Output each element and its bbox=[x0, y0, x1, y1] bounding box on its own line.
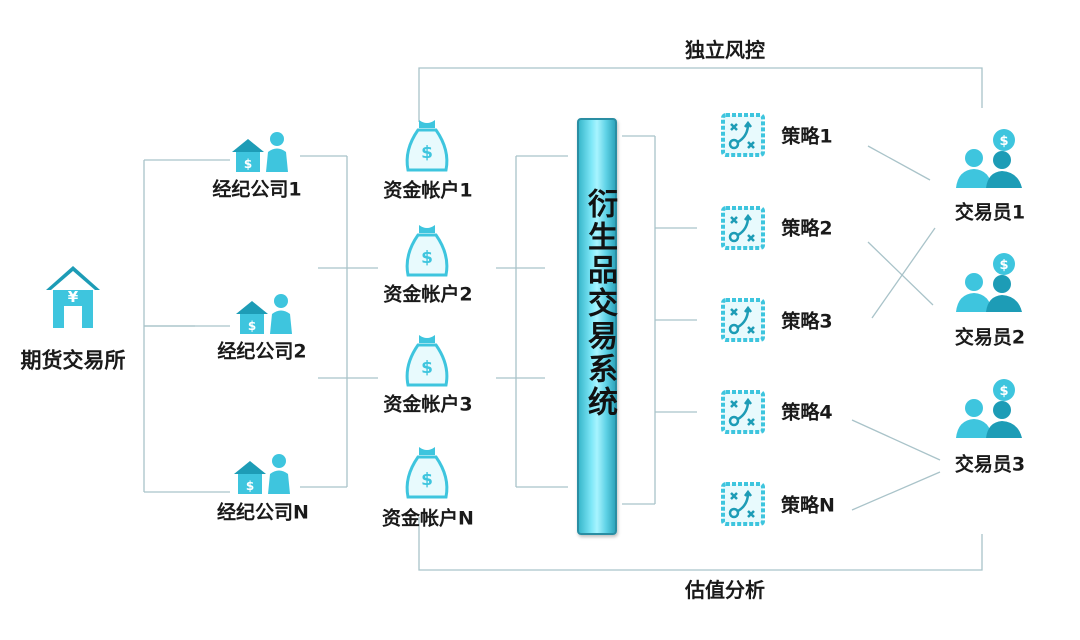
s1-t1 bbox=[867, 145, 931, 181]
strategy-label-n: 策略N bbox=[781, 494, 835, 517]
valuation-line bbox=[418, 517, 983, 571]
broker-icon: $ bbox=[236, 294, 292, 334]
svg-text:$: $ bbox=[421, 143, 433, 163]
strategy-board-icon bbox=[721, 482, 765, 526]
s4-t3 bbox=[851, 419, 941, 461]
broker-label-n: 经纪公司N bbox=[217, 501, 309, 524]
trader-label-2: 交易员2 bbox=[954, 326, 1026, 349]
risk-control-label: 独立风控 bbox=[685, 38, 765, 62]
account-label-n: 资金帐户N bbox=[382, 507, 474, 530]
strategy-board-icon bbox=[721, 298, 765, 342]
account-label-1: 资金帐户1 bbox=[383, 179, 473, 202]
trader-icon: $ bbox=[956, 379, 1022, 438]
valuation-analysis-label: 估值分析 bbox=[685, 578, 765, 602]
money-bag-icon: $ bbox=[405, 225, 449, 277]
strategy-board-icon bbox=[721, 113, 765, 157]
strategy-label-2: 策略2 bbox=[781, 217, 833, 240]
exchange-label: 期货交易所 bbox=[20, 348, 126, 373]
trader-label-3: 交易员3 bbox=[954, 453, 1026, 476]
system-label: 衍生品交易系统 bbox=[582, 188, 617, 419]
broker-icon: $ bbox=[234, 454, 290, 494]
svg-text:$: $ bbox=[244, 157, 252, 171]
broker-label-2: 经纪公司2 bbox=[217, 340, 307, 363]
money-bag-icon: $ bbox=[405, 120, 449, 172]
svg-text:$: $ bbox=[421, 470, 433, 490]
exchange-house-icon: ¥ bbox=[46, 266, 100, 328]
broker-icon: $ bbox=[232, 132, 288, 172]
strategy-board-icon bbox=[721, 390, 765, 434]
account-label-3: 资金帐户3 bbox=[383, 393, 473, 416]
svg-text:$: $ bbox=[421, 358, 433, 378]
svg-text:$: $ bbox=[421, 248, 433, 268]
svg-text:$: $ bbox=[999, 384, 1008, 399]
strategy-label-4: 策略4 bbox=[781, 401, 833, 424]
sn-t3 bbox=[851, 471, 941, 511]
trader-icon: $ bbox=[956, 253, 1022, 312]
strategy-label-3: 策略3 bbox=[781, 310, 833, 333]
svg-text:$: $ bbox=[246, 479, 254, 493]
derivatives-trading-system: 衍生品交易系统 bbox=[577, 118, 617, 535]
trader-label-1: 交易员1 bbox=[954, 201, 1026, 224]
svg-text:¥: ¥ bbox=[68, 288, 79, 306]
broker-label-1: 经纪公司1 bbox=[212, 178, 302, 201]
strategy-label-1: 策略1 bbox=[781, 125, 833, 148]
strategy-board-icon bbox=[721, 206, 765, 250]
account-label-2: 资金帐户2 bbox=[383, 283, 473, 306]
svg-text:$: $ bbox=[999, 134, 1008, 149]
money-bag-icon: $ bbox=[405, 335, 449, 387]
s2-t2 bbox=[867, 241, 934, 306]
svg-text:$: $ bbox=[999, 258, 1008, 273]
trader-icon: $ bbox=[956, 129, 1022, 188]
risk-control-line bbox=[418, 67, 983, 122]
money-bag-icon: $ bbox=[405, 447, 449, 499]
s3-t1 bbox=[871, 227, 936, 319]
svg-text:$: $ bbox=[248, 319, 256, 333]
